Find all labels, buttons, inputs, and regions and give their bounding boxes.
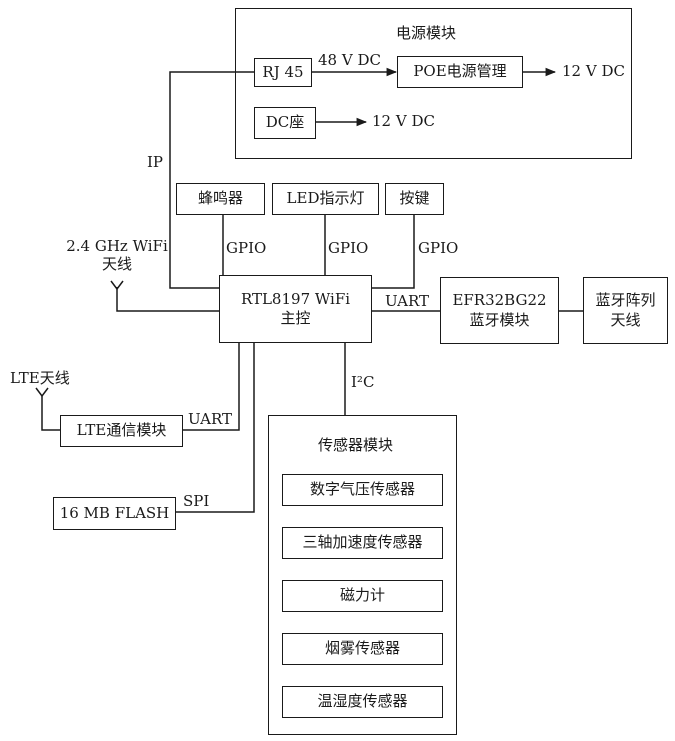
gpio-buzzer-label: GPIO	[226, 239, 267, 257]
ip-label: IP	[147, 153, 164, 171]
sensor-barometric: 数字气压传感器	[282, 474, 443, 506]
wifi-antenna-label-line2: 天线	[101, 255, 132, 273]
ble-module-line1: EFR32BG22	[452, 291, 547, 309]
ble-antenna-line2: 天线	[610, 310, 641, 329]
gpio-led-label: GPIO	[328, 239, 369, 257]
lte-antenna-label: LTE天线	[10, 369, 70, 387]
wifi-antenna-line	[116, 287, 219, 312]
i2c-label: I²C	[351, 373, 375, 391]
wifi-antenna-label: 2.4 GHz WiFi 天线	[58, 237, 176, 273]
ble-module-box: EFR32BG22 蓝牙模块	[440, 277, 559, 344]
gpio-button-line	[372, 215, 415, 289]
flash-box: 16 MB FLASH	[53, 497, 176, 530]
power-module-title: 电源模块	[396, 24, 457, 42]
poe-power-management-box: POE电源管理	[397, 56, 523, 88]
wifi-antenna-glyph	[110, 280, 124, 291]
buzzer-box: 蜂鸣器	[176, 183, 265, 215]
ble-module-line2: 蓝牙模块	[469, 310, 530, 329]
uart-lte-label: UART	[188, 410, 233, 428]
sensor-module-title: 传感器模块	[318, 436, 394, 454]
uart-lte-line	[183, 343, 240, 431]
sensor-module-frame	[268, 415, 457, 735]
rj45-box: RJ 45	[254, 58, 312, 87]
lte-antenna-glyph	[35, 387, 49, 398]
main-controller-box: RTL8197 WiFi 主控	[219, 275, 372, 343]
sensor-accelerometer: 三轴加速度传感器	[282, 527, 443, 559]
spi-line	[176, 343, 255, 513]
button-box: 按键	[385, 183, 444, 215]
lte-module-box: LTE通信模块	[60, 415, 183, 447]
ip-line	[169, 71, 254, 289]
dc-jack-box: DC座	[254, 107, 316, 139]
main-controller-line2: 主控	[280, 309, 311, 327]
sensor-magnetometer: 磁力计	[282, 580, 443, 612]
gpio-button-label: GPIO	[418, 239, 459, 257]
voltage-48v-label: 48 V DC	[318, 51, 381, 69]
lte-antenna-line	[41, 396, 60, 431]
ble-antenna-line1: 蓝牙阵列	[595, 291, 656, 309]
uart-ble-label: UART	[385, 292, 430, 310]
sensor-smoke: 烟雾传感器	[282, 633, 443, 665]
led-indicator-box: LED指示灯	[272, 183, 379, 215]
voltage-12v-poe-label: 12 V DC	[562, 62, 625, 80]
sensor-temp-humidity: 温湿度传感器	[282, 686, 443, 718]
main-controller-line1: RTL8197 WiFi	[240, 289, 351, 308]
voltage-12v-dc-label: 12 V DC	[372, 112, 435, 130]
power-module-frame	[235, 8, 632, 159]
spi-label: SPI	[183, 492, 210, 510]
wifi-antenna-label-line1: 2.4 GHz WiFi	[66, 237, 168, 255]
ble-array-antenna-box: 蓝牙阵列 天线	[583, 277, 668, 344]
